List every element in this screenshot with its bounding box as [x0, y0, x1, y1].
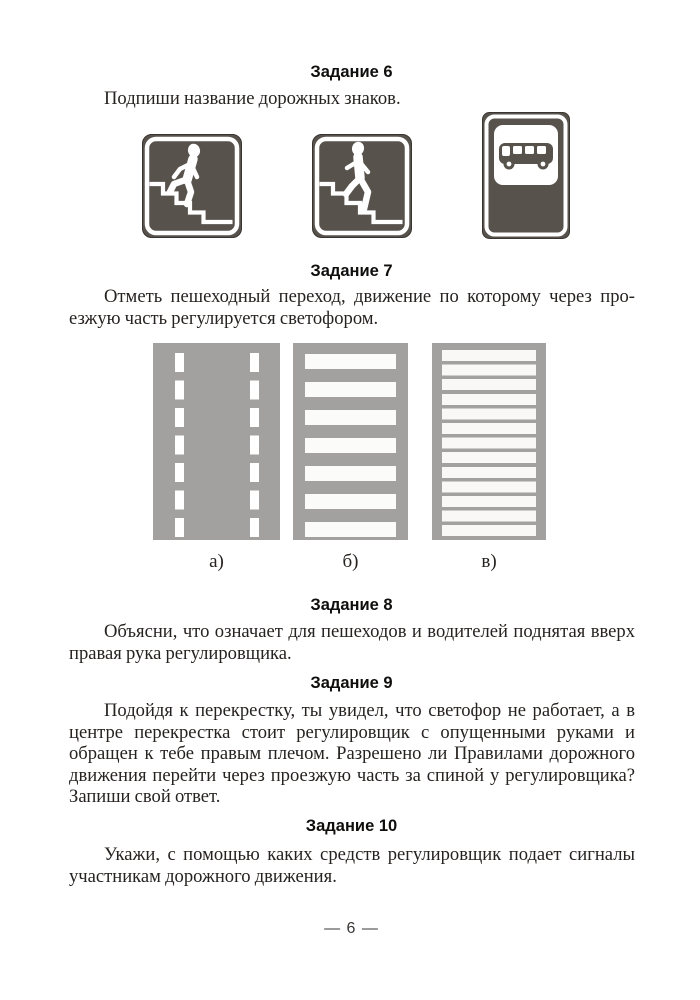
- bus-stop-sign: [482, 112, 570, 239]
- task7-heading: Задание 7: [310, 262, 393, 280]
- task9-heading: Задание 9: [310, 674, 393, 692]
- crossing-label-b: б): [342, 551, 359, 572]
- task9-text: Подойдя к перекрестку, ты увидел, что св…: [69, 700, 635, 807]
- task10-heading: Задание 10: [305, 817, 398, 835]
- task8-heading: Задание 8: [310, 596, 393, 614]
- crossing-label-v: в): [481, 551, 497, 572]
- page-number: — 6 —: [324, 920, 379, 937]
- crossing-label-a: а): [209, 551, 224, 572]
- crossing-image-zebra-wide: [293, 343, 408, 540]
- task10-text: Укажи, с помощью каких средств регулиров…: [69, 844, 635, 887]
- task7-text: Отметь пешеходный переход, движение по к…: [69, 286, 635, 329]
- task6-heading: Задание 6: [310, 63, 393, 81]
- underground-pedestrian-crossing-sign: [312, 134, 412, 238]
- crossing-image-unmarked-dashed-lines: [153, 343, 280, 540]
- task6-text: Подпиши название дорожных знаков.: [104, 88, 401, 109]
- crossing-image-zebra-dense: [432, 343, 546, 540]
- overground-pedestrian-crossing-sign: [142, 134, 242, 238]
- task8-text: Объясни, что означает для пешеходов и во…: [69, 621, 635, 664]
